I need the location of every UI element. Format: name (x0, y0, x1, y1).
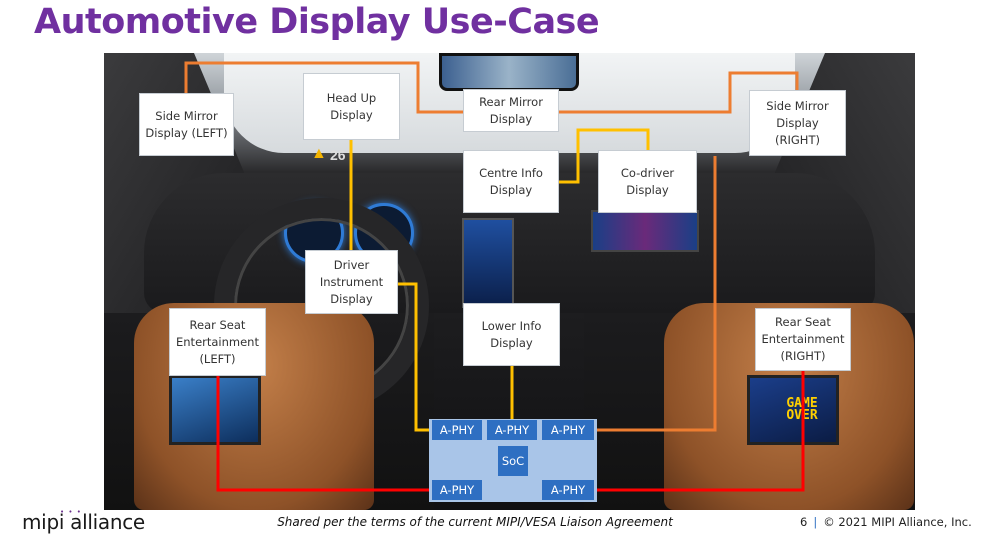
hud-speed: 26 (330, 147, 346, 163)
driver-instrument-display-box: Driver Instrument Display (305, 250, 398, 314)
a-phy-bottom-left: A-PHY (432, 480, 482, 500)
lower-info-display-box: Lower Info Display (463, 303, 560, 366)
a-phy-bottom-right: A-PHY (542, 480, 594, 500)
footer-note: Shared per the terms of the current MIPI… (277, 515, 673, 529)
mipi-alliance-logo: • • • mipi alliance (22, 508, 145, 534)
centre-info-display-box: Centre Info Display (463, 150, 559, 213)
co-driver-screen (591, 210, 699, 252)
centre-console-screen (462, 218, 514, 308)
rse-right-display-box: Rear Seat Entertainment (RIGHT) (755, 308, 851, 371)
co-driver-display-box: Co-driver Display (598, 150, 697, 213)
logo-text: mipi alliance (22, 510, 145, 534)
page-number: 6 (800, 515, 808, 529)
slide-title: Automotive Display Use-Case (34, 2, 600, 42)
logo-dots-icon: • • • (60, 508, 82, 516)
game-over-text: GAME OVER (786, 396, 818, 423)
head-up-display-box: Head Up Display (303, 73, 400, 140)
warning-icon: ▲ (311, 145, 327, 162)
separator: | (813, 515, 818, 529)
rear-seat-screen-left (169, 375, 261, 445)
rse-left-display-box: Rear Seat Entertainment (LEFT) (169, 308, 266, 376)
copyright: © 2021 MIPI Alliance, Inc. (823, 515, 972, 529)
rear-mirror-screen (439, 53, 579, 91)
a-phy-top-center: A-PHY (487, 420, 537, 440)
a-phy-top-right: A-PHY (542, 420, 594, 440)
side-mirror-right-display-box: Side Mirror Display (RIGHT) (749, 90, 846, 156)
soc-chip: SoC (498, 446, 528, 476)
footer-page-info: 6 | © 2021 MIPI Alliance, Inc. (800, 515, 972, 529)
rear-mirror-display-box: Rear Mirror Display (463, 89, 559, 132)
side-mirror-left-display-box: Side Mirror Display (LEFT) (139, 93, 234, 156)
a-phy-top-left: A-PHY (432, 420, 482, 440)
